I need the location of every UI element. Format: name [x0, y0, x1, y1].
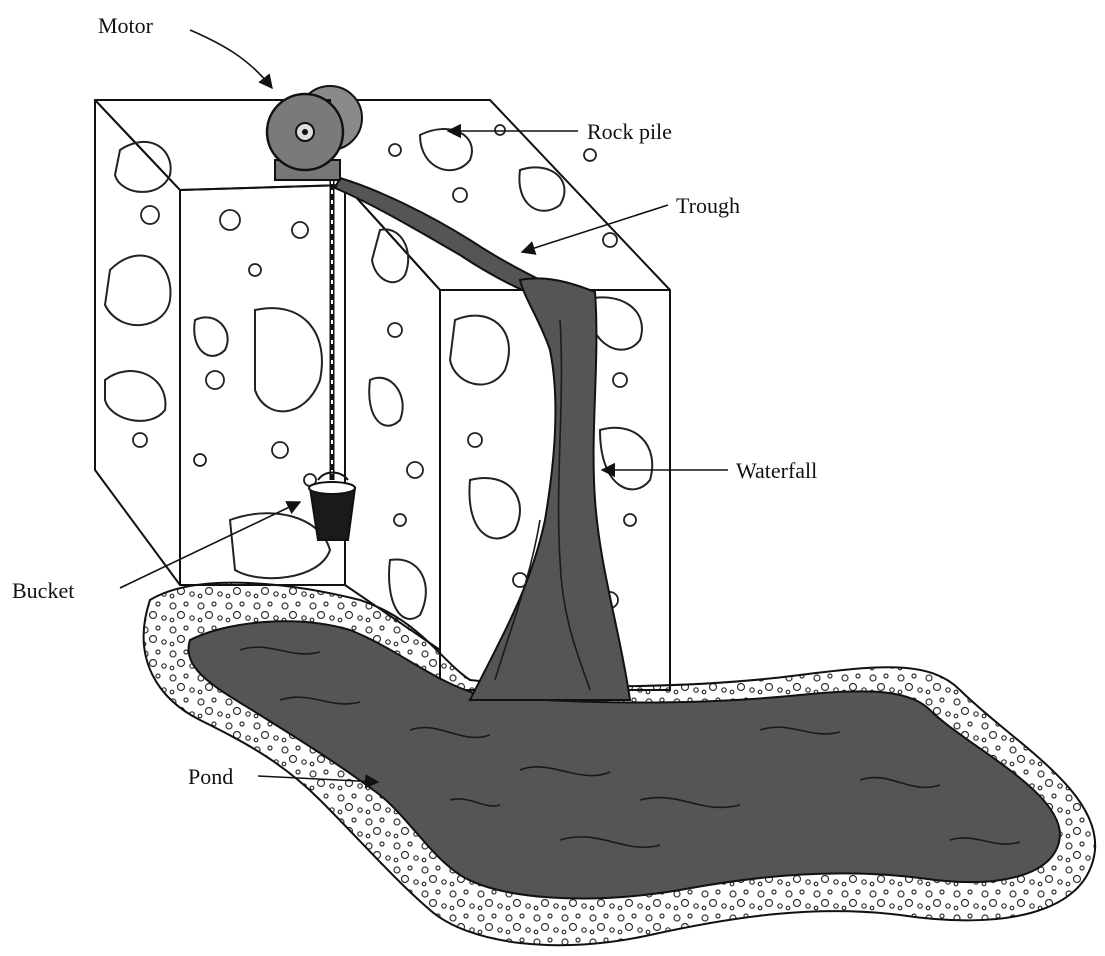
- label-trough: Trough: [676, 193, 740, 218]
- waterfall: [470, 278, 630, 700]
- rock-left-face: [95, 100, 180, 585]
- label-waterfall: Waterfall: [736, 458, 817, 483]
- label-motor: Motor: [98, 13, 154, 38]
- label-rock-pile: Rock pile: [587, 119, 672, 144]
- rock-inner-face: [345, 185, 440, 650]
- label-pond: Pond: [188, 764, 233, 789]
- label-bucket: Bucket: [12, 578, 74, 603]
